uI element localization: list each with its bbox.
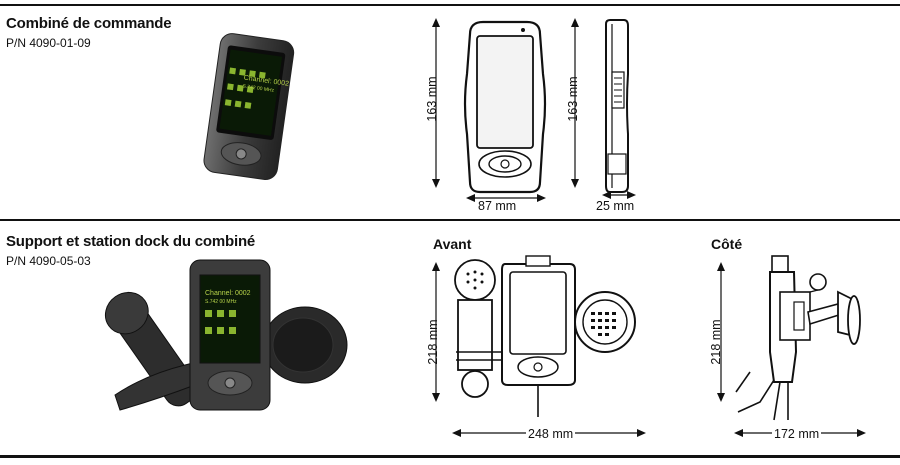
top-rule [0, 4, 900, 6]
handset-photo: Channel: 0002 S.742 00 MHz [203, 33, 295, 180]
front-height-arrow [432, 18, 440, 188]
side-depth-arrow [602, 191, 636, 199]
front-height-label: 163 mm [425, 76, 439, 122]
dock-side-height-label: 218 mm [709, 319, 723, 365]
side-height-label: 163 mm [566, 76, 580, 122]
side-view-label: Côté [711, 236, 743, 252]
dock-front-drawing [454, 255, 636, 417]
dock-side-height-arrow [717, 262, 725, 402]
handset-side-drawing [605, 19, 629, 193]
front-view-label: Avant [433, 236, 472, 252]
section1-title: Combiné de commande [6, 15, 172, 32]
bottom-rule [0, 455, 900, 458]
dock-screen-text: Channel: 0002 [205, 290, 251, 297]
front-width-arrow [466, 194, 546, 202]
section2-title: Support et station dock du combiné [6, 233, 256, 250]
side-height-arrow [571, 18, 579, 188]
dock-front-width-label: 248 mm [526, 427, 576, 441]
side-depth-label: 25 mm [596, 199, 635, 213]
section1-part-number: P/N 4090-01-09 [6, 36, 91, 50]
dock-photo: Channel: 0002 S.742 00 MHz [104, 259, 348, 411]
dock-side-drawing [735, 255, 861, 421]
dock-front-height-label: 218 mm [426, 319, 440, 365]
dock-front-height-arrow [432, 262, 440, 402]
middle-rule [0, 219, 900, 221]
handset-screen-subtext: S.742 00 MHz [242, 84, 275, 94]
handset-front-drawing [463, 20, 547, 194]
section2-part-number: P/N 4090-05-03 [6, 254, 91, 268]
front-width-label: 87 mm [478, 199, 517, 213]
dock-side-width-label: 172 mm [772, 427, 822, 441]
dock-screen-subtext: S.742 00 MHz [205, 299, 237, 305]
